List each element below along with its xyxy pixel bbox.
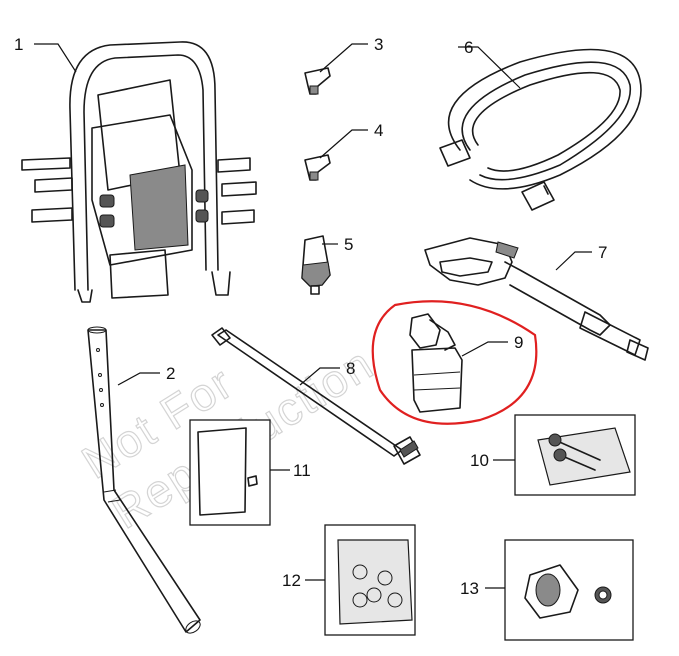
part-13-connector [504, 539, 634, 641]
callout-1: 1 [14, 35, 23, 54]
callout-7: 7 [598, 243, 607, 262]
part-12-fitting-bag [324, 524, 416, 636]
highlight-circle [371, 300, 538, 425]
callout-8: 8 [346, 359, 355, 378]
leader-lines [34, 43, 592, 589]
part-9-detergent-bottle [371, 300, 538, 425]
callout-10: 10 [470, 451, 489, 470]
callout-11: 11 [293, 461, 311, 480]
callout-12: 12 [282, 571, 301, 590]
part-4-nozzle-tip [304, 154, 331, 181]
callout-5: 5 [344, 235, 353, 254]
part-11-kit [189, 419, 271, 526]
callout-4: 4 [374, 121, 383, 140]
callout-6: 6 [464, 38, 473, 57]
callout-13: 13 [460, 579, 479, 598]
part-10-screws [514, 414, 636, 496]
callouts: 1 2 3 4 5 6 7 8 9 10 11 12 13 [14, 35, 607, 598]
part-8-lance [211, 327, 421, 465]
part-5-turbo-nozzle [301, 235, 331, 295]
part-1-frame [21, 41, 257, 303]
callout-3: 3 [374, 35, 383, 54]
callout-9: 9 [514, 333, 523, 352]
callout-2: 2 [166, 364, 175, 383]
part-6-hose [439, 48, 642, 211]
part-3-nozzle-tip [304, 67, 331, 95]
part-7-spray-gun [424, 237, 649, 361]
part-2-tube [87, 326, 201, 634]
